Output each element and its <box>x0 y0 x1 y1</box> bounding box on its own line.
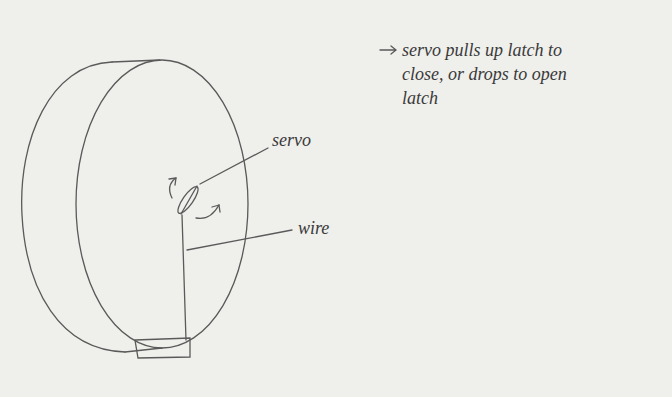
rotation-arrow <box>196 205 219 218</box>
part-label: servo <box>272 128 311 152</box>
note-arrow <box>380 46 396 54</box>
servo-arm <box>181 186 197 214</box>
back-rim <box>22 62 125 352</box>
arrow-head <box>169 178 176 185</box>
arrow-head <box>212 205 220 212</box>
leader-line <box>200 148 268 184</box>
wire-line <box>182 215 186 340</box>
bottom-edge <box>125 348 162 352</box>
rotation-arrow <box>170 178 176 198</box>
latch <box>135 338 190 358</box>
front-face <box>76 60 248 348</box>
part-label: wire <box>298 216 329 240</box>
servo-body <box>175 184 202 216</box>
leader-line <box>187 230 292 250</box>
note-text: servo pulls up latch to close, or drops … <box>402 38 580 110</box>
